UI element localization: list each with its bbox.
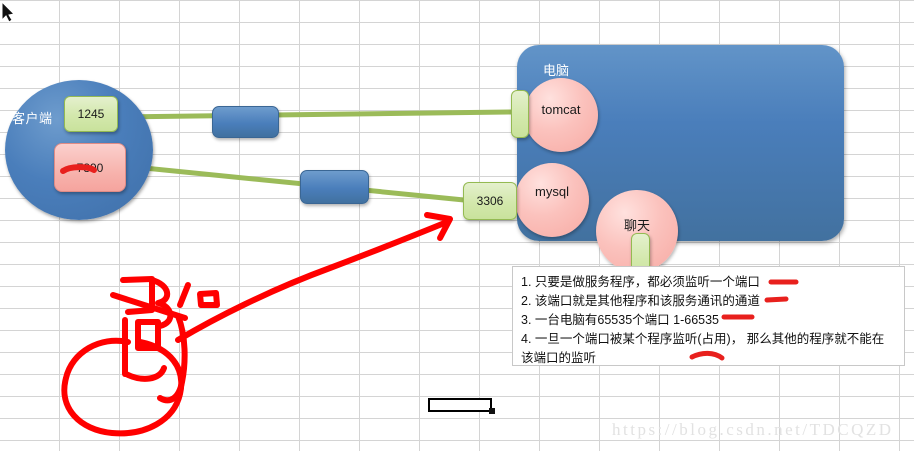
- port-box-tomcat[interactable]: [511, 90, 529, 138]
- port-box-3306[interactable]: 3306: [463, 182, 517, 220]
- note-line-4: 4. 一旦一个端口被某个程序监听(占用)， 那么其他的程序就不能在该端口的监听: [521, 332, 885, 365]
- process-chat-label: 聊天: [623, 218, 650, 233]
- process-mysql[interactable]: mysql: [515, 163, 589, 237]
- note-line-1: 1. 只要是做服务程序，都必须监听一个端口: [521, 275, 760, 289]
- process-tomcat-label: tomcat: [541, 102, 581, 117]
- port-box-1245[interactable]: 1245: [64, 96, 118, 132]
- port-3306-label: 3306: [476, 194, 504, 208]
- client-label: 客户端: [12, 111, 53, 126]
- note-line-2: 2. 该端口就是其他程序和该服务通讯的通道: [521, 294, 760, 308]
- process-tomcat[interactable]: tomcat: [524, 78, 598, 152]
- notes-textbox[interactable]: 1. 只要是做服务程序，都必须监听一个端口 2. 该端口就是其他程序和该服务通讯…: [512, 266, 905, 366]
- port-7890-label: 7890: [76, 160, 104, 175]
- note-line-3: 3. 一台电脑有65535个端口 1-66535: [521, 313, 720, 327]
- connector-node-upper[interactable]: [212, 106, 279, 138]
- watermark-text: https://blog.csdn.net/TDCQZD: [612, 420, 894, 439]
- port-box-7890[interactable]: 7890: [54, 143, 126, 192]
- computer-label: 电脑: [543, 63, 570, 78]
- selected-rectangle[interactable]: [428, 398, 492, 412]
- port-1245-label: 1245: [77, 107, 105, 121]
- process-mysql-label: mysql: [535, 184, 569, 199]
- selection-handle[interactable]: [489, 408, 495, 414]
- connector-node-lower[interactable]: [300, 170, 369, 204]
